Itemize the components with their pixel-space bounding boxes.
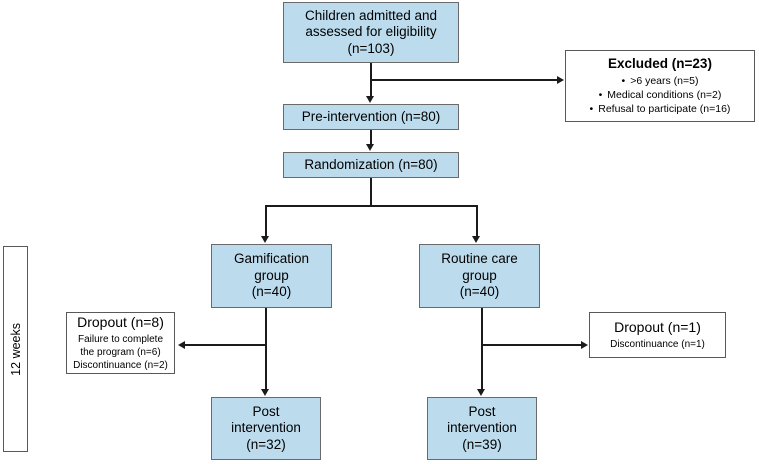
node-post-intervention-gamification-line1: Post [252, 403, 280, 419]
node-routine-care-group-line1: Routine care [441, 251, 518, 267]
node-gamification-group: Gamification group (n=40) [211, 244, 332, 308]
node-excluded-title: Excluded (n=23) [608, 55, 712, 71]
connector-routine-to-post [481, 308, 483, 390]
timeline-bar-12-weeks: 12 weeks [3, 246, 28, 452]
node-enrollment: Children admitted and assessed for eligi… [283, 2, 459, 63]
node-dropout-gamification: Dropout (n=8) Failure to complete the pr… [66, 312, 175, 374]
node-excluded: Excluded (n=23) >6 years (n=5) Medical c… [565, 50, 755, 122]
connector-pre-to-randomization [370, 130, 372, 145]
node-dropout-gamification-sub2: the program (n=6) [80, 346, 161, 358]
node-gamification-group-line2: group [254, 267, 289, 283]
connector-randomization-to-gamification [265, 205, 267, 237]
node-pre-intervention-label: Pre-intervention (n=80) [301, 108, 441, 124]
connector-gamification-to-dropout [185, 344, 266, 346]
node-pre-intervention: Pre-intervention (n=80) [283, 104, 459, 130]
node-post-intervention-gamification-line3: (n=32) [246, 436, 286, 452]
arrowhead-gamification-to-post [260, 389, 269, 396]
node-post-intervention-gamification-line2: intervention [231, 420, 301, 436]
node-excluded-list: >6 years (n=5) Medical conditions (n=2) … [590, 74, 731, 117]
node-dropout-gamification-sub1: Failure to complete [77, 333, 164, 345]
arrowhead-randomization-to-routine [471, 236, 480, 243]
node-gamification-group-line1: Gamification [233, 251, 310, 267]
arrowhead-gamification-to-dropout [178, 340, 185, 349]
node-dropout-gamification-sub3: Discontinuance (n=2) [73, 359, 168, 371]
connector-randomization-stem [370, 178, 372, 206]
arrowhead-routine-to-post [476, 389, 485, 396]
arrowhead-routine-to-dropout [581, 340, 588, 349]
node-post-intervention-routine-line3: (n=39) [462, 436, 502, 452]
connector-enrollment-to-excluded [370, 79, 558, 81]
connector-randomization-bus [265, 205, 476, 207]
node-dropout-routine-title: Dropout (n=1) [614, 319, 701, 336]
node-excluded-item: Refusal to participate (n=16) [590, 102, 730, 116]
node-randomization: Randomization (n=80) [283, 152, 459, 178]
connector-gamification-to-post [265, 308, 267, 390]
connector-randomization-to-routine [476, 205, 478, 237]
node-routine-care-group-line2: group [462, 267, 497, 283]
node-dropout-routine: Dropout (n=1) Discontinuance (n=1) [589, 312, 726, 358]
node-gamification-group-line3: (n=40) [251, 284, 292, 300]
arrowhead-enrollment-to-pre [365, 96, 374, 103]
arrowhead-randomization-to-gamification [260, 236, 269, 243]
node-enrollment-line3: (n=103) [347, 40, 395, 56]
timeline-label: 12 weeks [8, 322, 23, 376]
node-post-intervention-gamification: Post intervention (n=32) [211, 397, 321, 460]
node-enrollment-line1: Children admitted and [304, 7, 438, 23]
node-excluded-item: Medical conditions (n=2) [590, 88, 731, 102]
arrowhead-pre-to-randomization [365, 144, 374, 151]
node-post-intervention-routine: Post intervention (n=39) [427, 397, 537, 460]
node-randomization-label: Randomization (n=80) [304, 156, 438, 172]
node-dropout-routine-sub1: Discontinuance (n=1) [610, 338, 705, 350]
connector-routine-to-dropout [481, 344, 582, 346]
node-routine-care-group-line3: (n=40) [459, 284, 500, 300]
node-enrollment-line2: assessed for eligibility [305, 24, 437, 40]
arrowhead-enrollment-to-excluded [557, 75, 564, 84]
node-routine-care-group: Routine care group (n=40) [419, 244, 540, 308]
node-dropout-gamification-title: Dropout (n=8) [77, 314, 164, 331]
node-excluded-item: >6 years (n=5) [590, 74, 731, 88]
node-post-intervention-routine-line1: Post [468, 403, 496, 419]
node-post-intervention-routine-line2: intervention [447, 420, 517, 436]
